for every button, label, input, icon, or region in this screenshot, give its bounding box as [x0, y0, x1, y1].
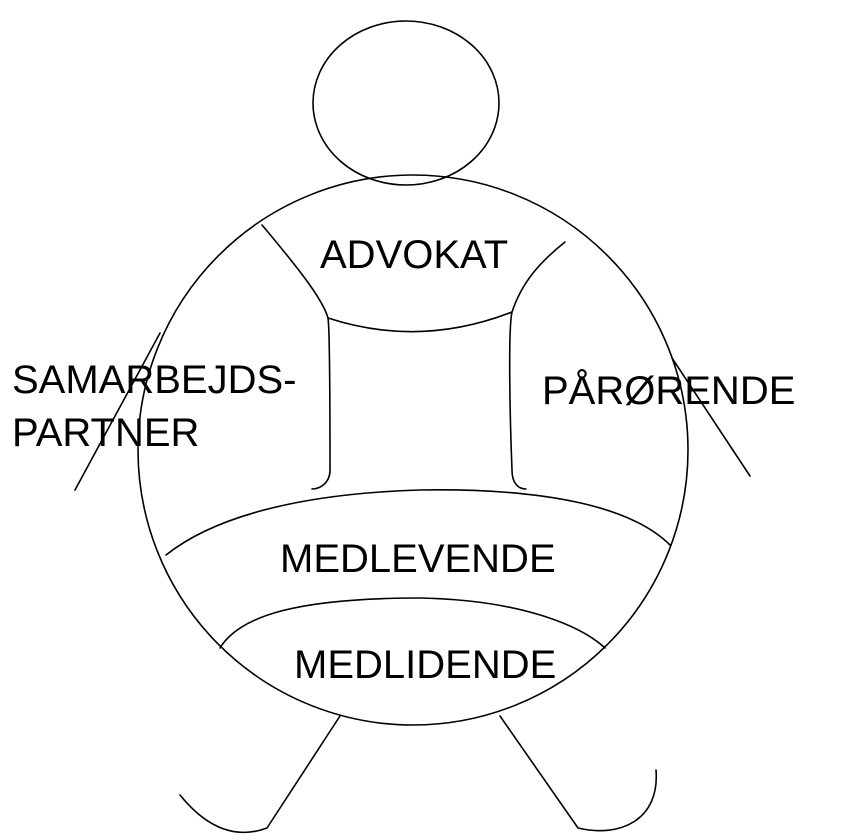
medlevende-region-boundary — [165, 489, 671, 556]
label-paarorende: PÅRØRENDE — [542, 368, 795, 413]
medlidende-region-boundary — [219, 597, 606, 649]
label-advokat: ADVOKAT — [320, 233, 508, 277]
label-medlevende: MEDLEVENDE — [280, 537, 556, 581]
figure-body — [137, 174, 689, 726]
right-leg — [499, 715, 657, 832]
figure-head — [312, 20, 500, 186]
left-leg — [179, 715, 341, 834]
left-arm — [74, 332, 161, 491]
advokat-region-boundary — [261, 224, 331, 490]
label-samarbejdspartner-line2: PARTNER — [12, 411, 199, 455]
right-arm — [671, 357, 751, 477]
advokat-region-right — [508, 241, 566, 490]
label-samarbejdspartner-line1: SAMARBEJDS- — [12, 358, 297, 402]
advokat-region-bottom — [327, 311, 513, 333]
label-medlidende: MEDLIDENDE — [294, 643, 556, 687]
